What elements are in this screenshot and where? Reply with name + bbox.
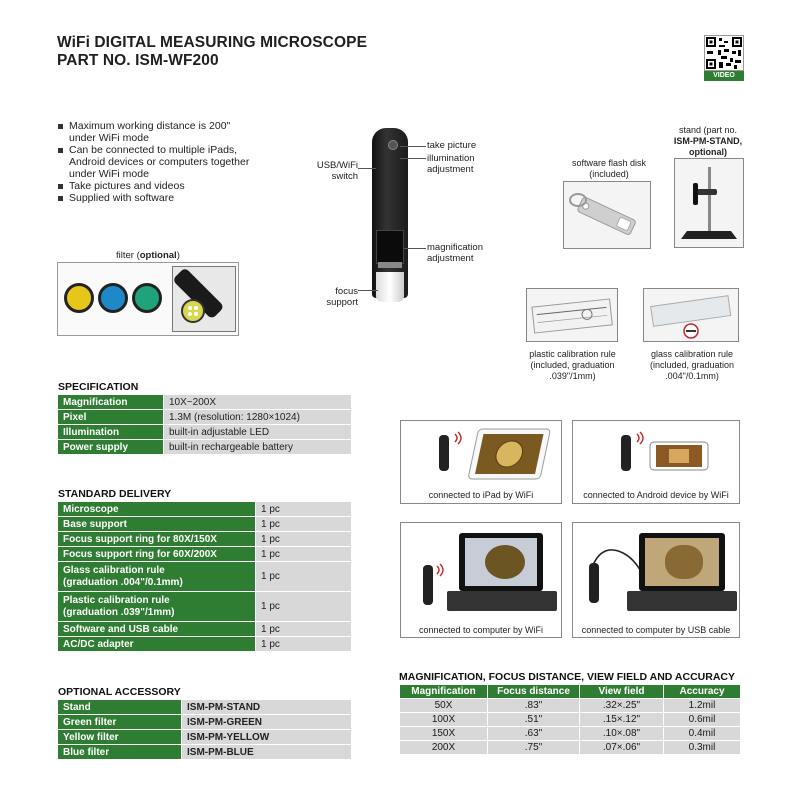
list-item: Take pictures and videos <box>57 180 257 192</box>
table-row: 100X.51".15×.12"0.6mil <box>399 712 741 727</box>
qr-grid-icon <box>704 35 744 71</box>
computer-wifi-image <box>400 522 562 638</box>
table-header-row: Magnification Focus distance View field … <box>399 684 741 699</box>
caption-stand: stand (part no. ISM-PM-STAND, optional) <box>673 125 743 157</box>
caption-computer-usb: connected to computer by USB cable <box>581 625 731 635</box>
laptop-keyboard <box>447 591 557 611</box>
flash-disk-image <box>563 181 651 249</box>
label-usb-wifi: USB/WiFi switch <box>316 160 358 182</box>
list-item: Can be connected to multiple iPads, Andr… <box>57 144 257 180</box>
caption-android: connected to Android device by WiFi <box>583 490 729 500</box>
page-title: WiFi DIGITAL MEASURING MICROSCOPE PART N… <box>57 34 368 69</box>
shutter-button-icon <box>388 140 398 150</box>
green-filter-icon <box>132 283 162 313</box>
glass-rule-image <box>643 288 739 342</box>
caption-glass-rule: glass calibration rule (included, gradua… <box>649 349 735 381</box>
label-illumination: illumination adjustment <box>427 153 475 175</box>
laptop-keyboard <box>627 591 737 611</box>
list-item: Supplied with software <box>57 192 257 204</box>
wifi-icon <box>436 563 444 577</box>
optional-title: OPTIONAL ACCESSORY <box>58 686 181 698</box>
brand-band <box>378 262 402 268</box>
caption-flash-disk: software flash disk (included) <box>571 158 647 179</box>
yellow-filter-icon <box>64 283 94 313</box>
android-connection-image <box>572 420 740 504</box>
label-take-picture: take picture <box>427 140 477 151</box>
focus-support-tip <box>376 272 404 302</box>
table-row: 150X.63".10×.08"0.4mil <box>399 726 741 741</box>
wifi-icon <box>454 431 462 445</box>
caption-computer-wifi: connected to computer by WiFi <box>418 625 544 635</box>
microscope-icon <box>423 565 433 605</box>
wifi-icon <box>636 431 644 445</box>
microscope-icon <box>439 435 449 471</box>
android-phone-icon <box>649 441 709 471</box>
microscope-icon <box>589 563 599 603</box>
caption-plastic-rule: plastic calibration rule (included, grad… <box>529 349 616 381</box>
microscope-filter-photo <box>172 266 236 332</box>
table-row: 200X.75".07×.06"0.3mil <box>399 740 741 755</box>
list-item: Maximum working distance is 200" under W… <box>57 120 257 144</box>
magnification-table: Magnification Focus distance View field … <box>399 684 741 755</box>
stand-image <box>674 158 744 248</box>
plastic-rule-image <box>526 288 618 342</box>
computer-usb-image <box>572 522 740 638</box>
table-row: Plastic calibration rule(graduation .039… <box>57 591 352 622</box>
label-focus: focus support <box>326 286 358 308</box>
magnification-ring <box>376 230 404 264</box>
microscope-image <box>372 128 408 298</box>
caption-ipad: connected to iPad by WiFi <box>428 490 534 500</box>
feature-list: Maximum working distance is 200" under W… <box>57 120 257 204</box>
specification-title: SPECIFICATION <box>58 381 139 393</box>
ipad-icon <box>468 428 551 480</box>
ipad-connection-image <box>400 420 562 504</box>
blue-filter-icon <box>98 283 128 313</box>
qr-code[interactable]: VIDEO <box>704 35 744 81</box>
filter-image <box>57 262 239 336</box>
microscope-icon <box>621 435 631 471</box>
label-magnification: magnification adjustment <box>427 242 483 264</box>
qr-video-label: VIDEO <box>704 71 744 81</box>
magnification-table-title: MAGNIFICATION, FOCUS DISTANCE, VIEW FIEL… <box>399 671 735 683</box>
filter-label: filter (optional) <box>116 250 180 261</box>
delivery-title: STANDARD DELIVERY <box>58 488 172 500</box>
table-row: 50X.83".32×.25"1.2mil <box>399 698 741 713</box>
table-row: Glass calibration rule(graduation .004"/… <box>57 561 352 592</box>
